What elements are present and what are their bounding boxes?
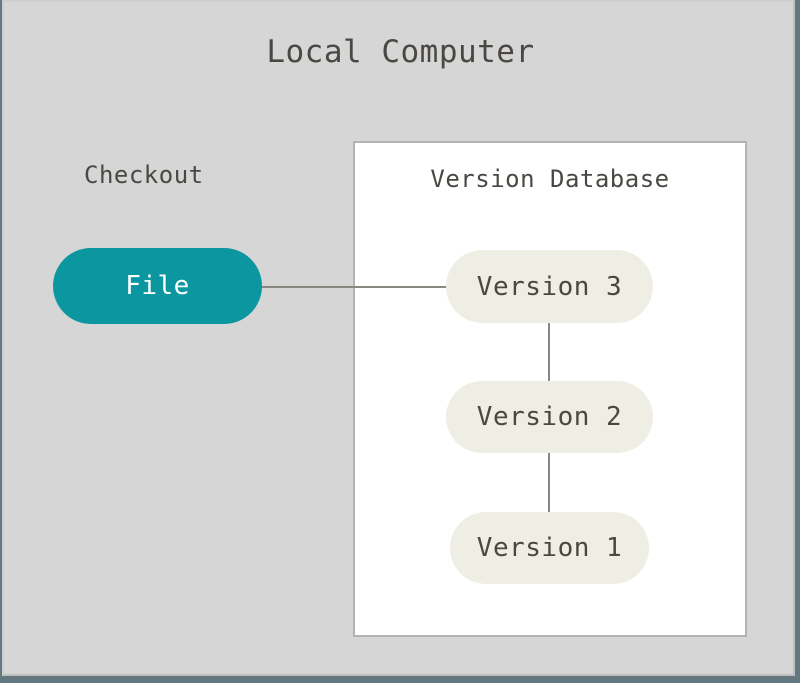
- node-version2[interactable]: Version 2: [446, 381, 653, 453]
- node-version1[interactable]: Version 1: [450, 512, 649, 584]
- node-version3[interactable]: Version 3: [446, 250, 653, 323]
- checkout-group-label: Checkout: [84, 161, 204, 189]
- node-file[interactable]: File: [53, 248, 262, 324]
- version-database-label: Version Database: [430, 165, 670, 193]
- page-title: Local Computer: [266, 34, 535, 70]
